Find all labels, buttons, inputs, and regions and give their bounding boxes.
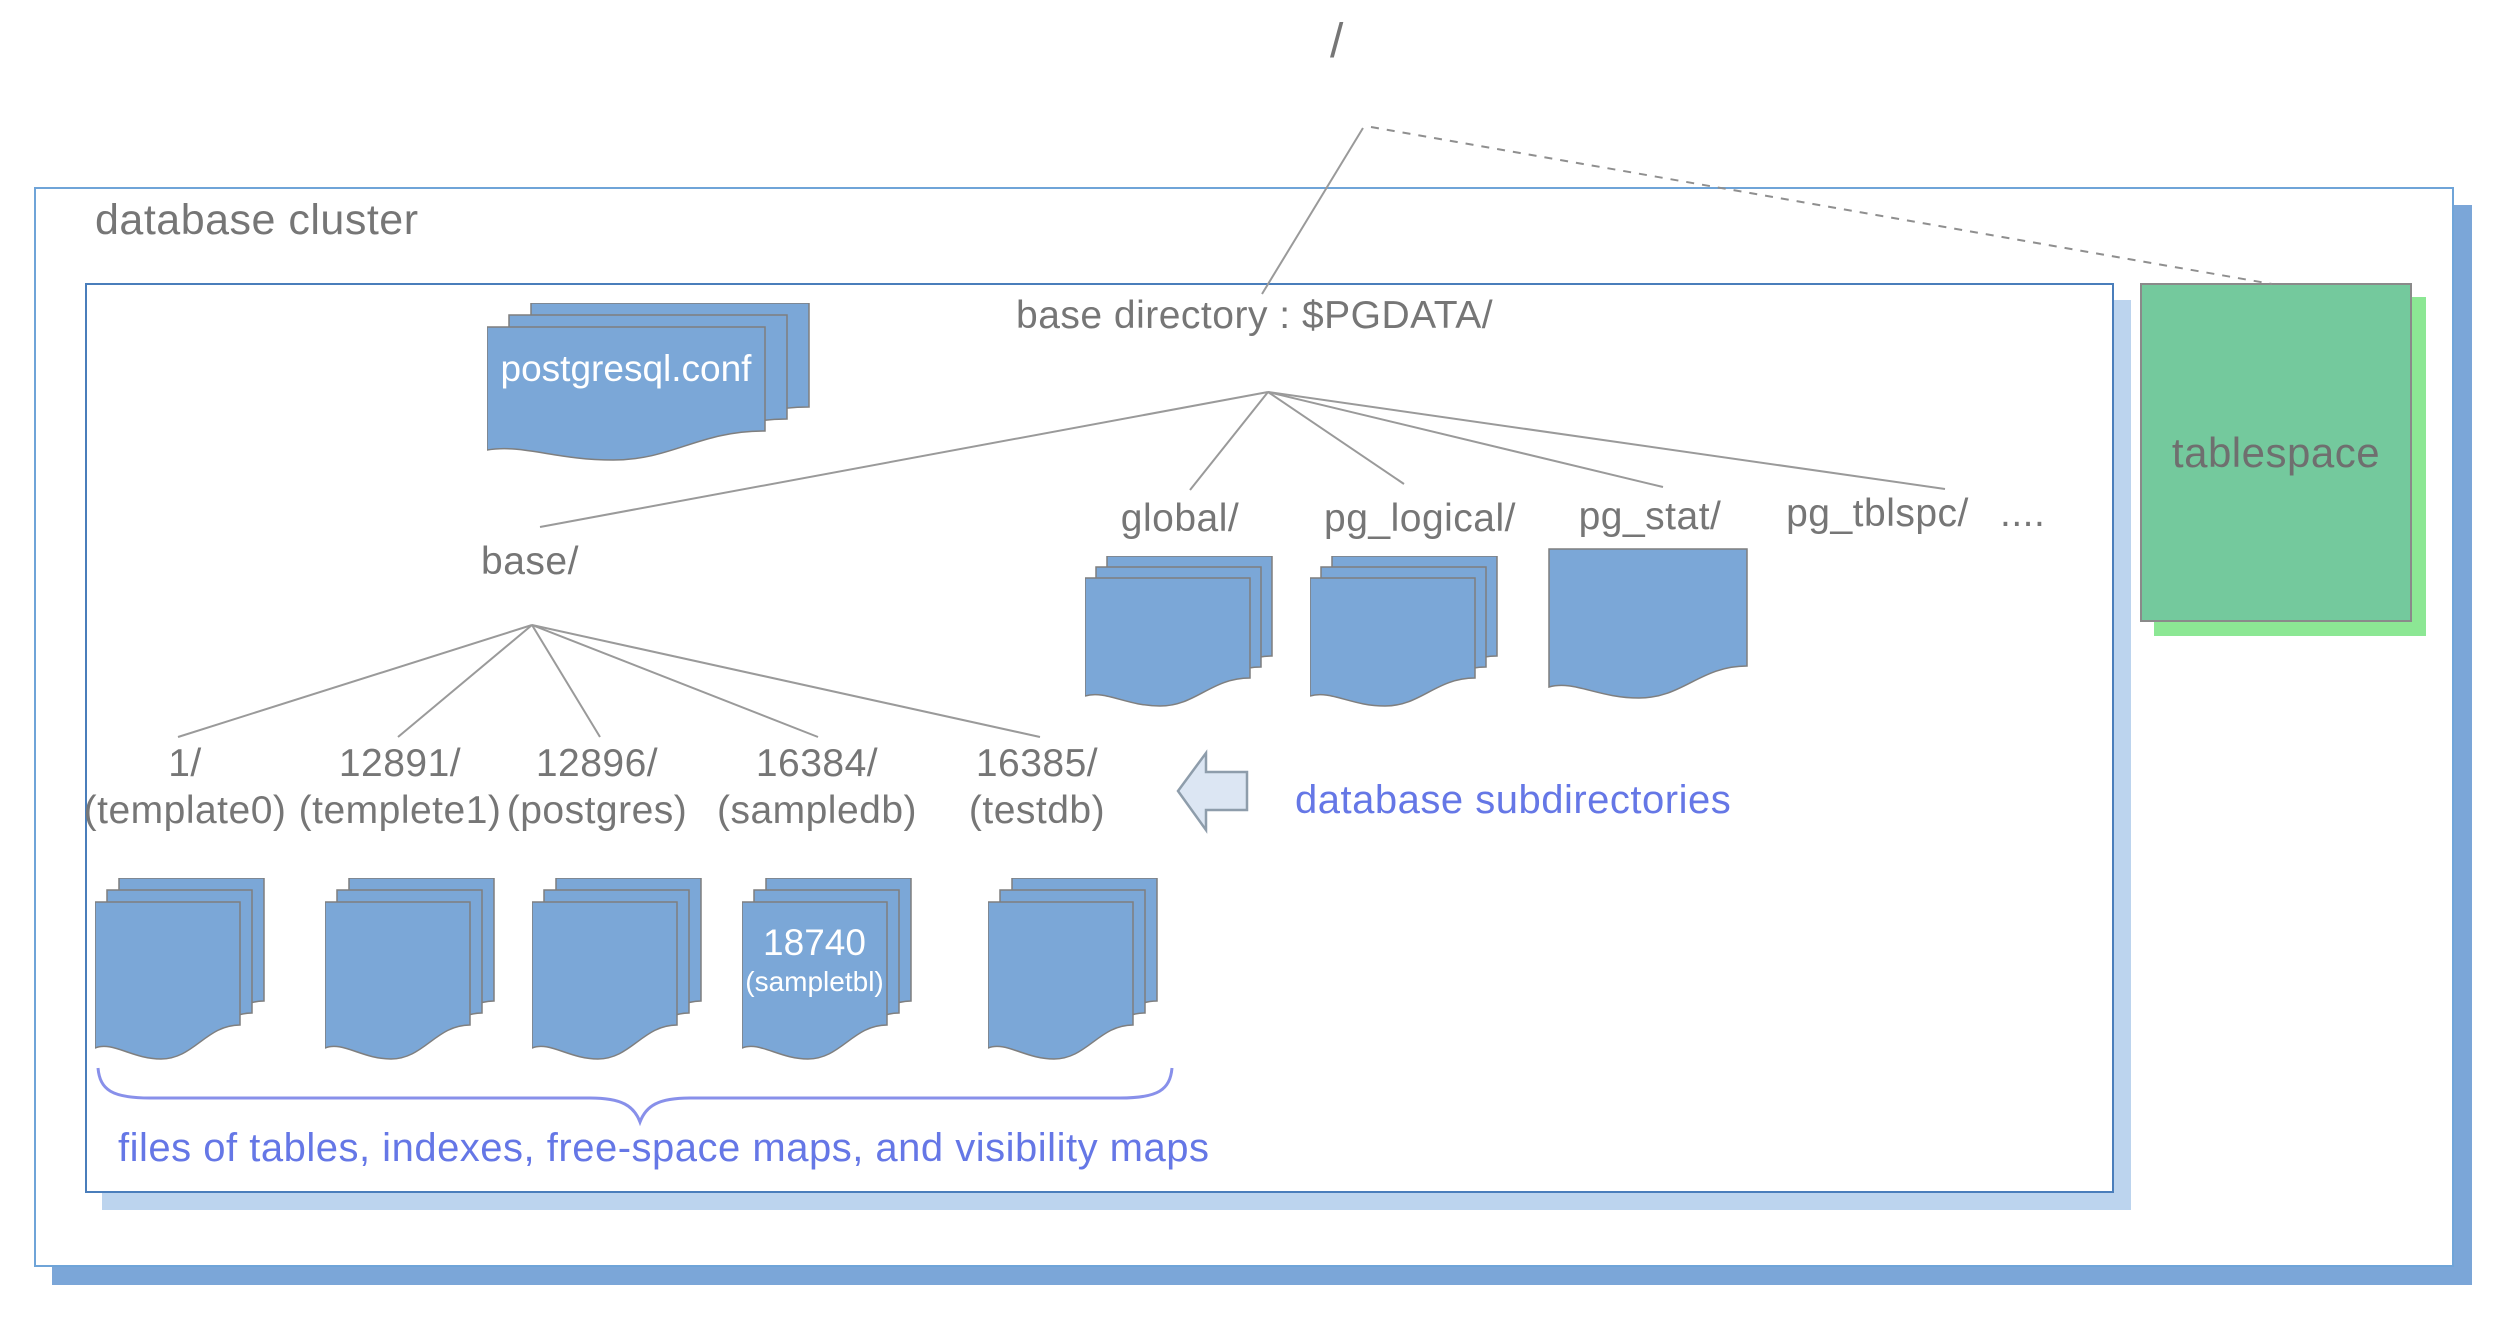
global-files-stack [1085, 556, 1275, 711]
subdir-dbname: (testdb) [968, 789, 1106, 832]
root-directory-label: / [1330, 15, 1344, 68]
subdir-testdb: 16385/ (testdb) [917, 740, 1157, 834]
dir-more-label: .... [2000, 492, 2046, 535]
base-directory-label: base directory : $PGDATA/ [1016, 294, 1494, 337]
pg-stat-file [1548, 548, 1750, 704]
subdir-templete1: 12891/ (templete1) [280, 740, 520, 834]
document-stack-icon [988, 878, 1158, 1060]
subdir-id: 16385/ [975, 742, 1099, 785]
dir-pg-stat-label: pg_stat/ [1578, 495, 1722, 538]
document-stack-icon [1085, 556, 1273, 707]
subdir-dbname: (sampledb) [716, 789, 918, 832]
dir-base-label: base/ [481, 540, 579, 583]
subdir-id: 16384/ [755, 742, 879, 785]
subdir-id: 12891/ [338, 742, 462, 785]
document-stack-icon [532, 878, 702, 1060]
dir-pg-logical-label: pg_logical/ [1324, 497, 1516, 540]
document-stack-icon [1310, 556, 1498, 707]
subdir-dbname: (postgres) [506, 789, 688, 832]
subdir-sampledb: 16384/ (sampledb) [697, 740, 937, 834]
document-stack-icon [95, 878, 265, 1060]
sampledb-files-stack [742, 878, 913, 1064]
dir-global-label: global/ [1120, 497, 1240, 540]
subdir-id: 1/ [168, 742, 202, 785]
config-file-label: postgresql.conf [500, 348, 752, 389]
document-stack-icon [325, 878, 495, 1060]
testdb-files-stack [988, 878, 1159, 1064]
tablespace-box: tablespace [2140, 283, 2412, 622]
sample-table-file-name: (sampletbl) [745, 966, 884, 997]
document-stack-icon [742, 878, 912, 1060]
dir-pg-tblspc-label: pg_tblspc/ [1786, 492, 1969, 535]
subdir-dbname: (templete1) [298, 789, 502, 832]
files-caption: files of tables, indexes, free-space map… [118, 1126, 1210, 1170]
subdir-template0: 1/ (template0) [65, 740, 305, 834]
sample-table-file-id: 18740 [763, 922, 866, 963]
tablespace-label: tablespace [2171, 428, 2381, 476]
subdir-dbname: (template0) [83, 789, 287, 832]
database-subdirectories-note: database subdirectories [1295, 778, 1732, 822]
postgres-files-stack [532, 878, 703, 1064]
template0-files-stack [95, 878, 266, 1064]
document-icon [1548, 548, 1748, 699]
pg-logical-files-stack [1310, 556, 1500, 711]
subdir-postgres: 12896/ (postgres) [477, 740, 717, 834]
subdir-id: 12896/ [535, 742, 659, 785]
database-cluster-title: database cluster [95, 196, 419, 244]
templete1-files-stack [325, 878, 496, 1064]
